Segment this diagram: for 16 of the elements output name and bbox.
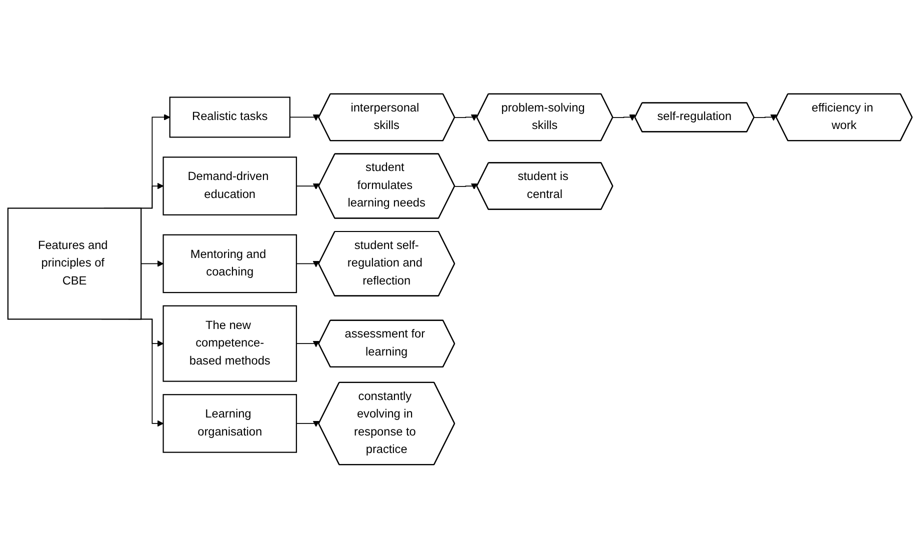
node-box: Realistic tasks: [169, 96, 290, 138]
arrow: [612, 114, 636, 121]
arrow: [454, 114, 478, 121]
node-box: Mentoring and coaching: [162, 234, 297, 293]
arrow: [754, 114, 777, 121]
node-box: Features and principles of CBE: [7, 207, 142, 320]
arrow: [140, 260, 164, 267]
arrow: [296, 182, 320, 190]
arrow: [296, 260, 320, 267]
arrow: [454, 182, 478, 190]
node-box: The new competence-based methods: [162, 305, 297, 382]
node-box: Demand-driven education: [162, 156, 297, 216]
arrow: [296, 420, 320, 427]
arrow: [289, 114, 320, 121]
node-box: Learning organisation: [162, 394, 297, 453]
arrow: [296, 340, 320, 347]
